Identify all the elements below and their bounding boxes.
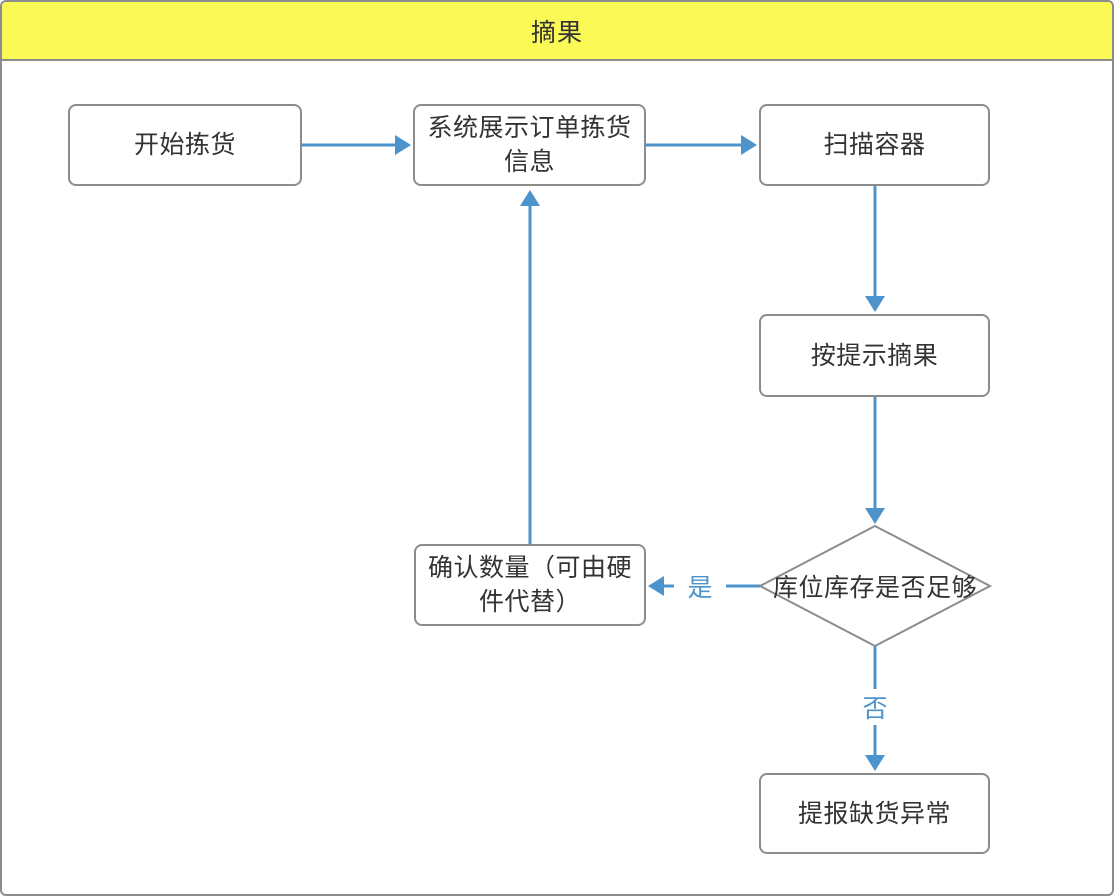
- decision-diamond-shape: [757, 524, 993, 648]
- arrowhead-right-icon: [741, 135, 757, 155]
- node-confirm-quantity: 确认数量（可由硬件代替）: [414, 544, 646, 626]
- node-label: 确认数量（可由硬件代替）: [427, 554, 632, 616]
- edge-confirm-to-showinfo: [520, 190, 540, 544]
- edge-start-to-showinfo: [302, 135, 411, 155]
- edge-label-no: 否: [849, 689, 901, 725]
- arrowhead-down-icon: [865, 296, 885, 312]
- arrowhead-down-icon: [865, 508, 885, 524]
- arrowhead-down-icon: [865, 755, 885, 771]
- arrowhead-right-icon: [395, 135, 411, 155]
- node-label: 按提示摘果: [810, 341, 939, 370]
- node-report-shortage: 提报缺货异常: [759, 773, 990, 854]
- node-stock-decision: 库位库存是否足够: [755, 569, 995, 603]
- edge-label-yes: 是: [674, 568, 726, 604]
- node-scan-container: 扫描容器: [759, 104, 990, 186]
- diagram-title: 摘果: [530, 18, 583, 47]
- node-label: 库位库存是否足够: [772, 574, 977, 602]
- node-show-order-info: 系统展示订单拣货信息: [413, 104, 646, 186]
- edge-scan-to-pick: [865, 186, 885, 312]
- node-label: 系统展示订单拣货信息: [427, 114, 632, 176]
- arrowhead-left-icon: [648, 576, 664, 596]
- node-label: 扫描容器: [823, 131, 926, 159]
- diagram-title-bar: 摘果: [2, 2, 1112, 61]
- node-pick-by-prompt: 按提示摘果: [759, 314, 990, 397]
- node-start-picking: 开始拣货: [68, 104, 302, 186]
- edge-pick-to-decision: [865, 397, 885, 524]
- node-label: 提报缺货异常: [797, 799, 951, 828]
- edge-showinfo-to-scan: [646, 135, 757, 155]
- arrowhead-up-icon: [520, 190, 540, 206]
- node-label: 开始拣货: [133, 131, 236, 159]
